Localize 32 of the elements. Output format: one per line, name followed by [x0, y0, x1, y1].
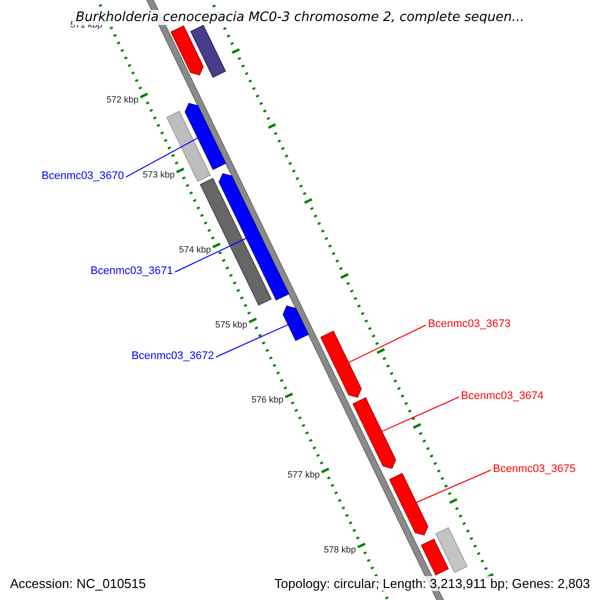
gene-label: Bcenmc03_3674 — [461, 391, 544, 402]
scale-label: 576 kbp — [251, 395, 284, 404]
scale-label: 578 kbp — [324, 545, 356, 554]
gene-label: Bcenmc03_3671 — [90, 266, 173, 277]
gene-label: Bcenmc03_3670 — [41, 171, 124, 182]
gene-feature — [218, 173, 290, 301]
gene-label: Bcenmc03_3673 — [428, 319, 511, 330]
gene-feature — [420, 538, 449, 576]
scale-label: 574 kbp — [178, 245, 211, 254]
gene-feature — [170, 25, 204, 76]
scale-label: 575 kbp — [215, 320, 248, 330]
leader-line — [416, 470, 492, 504]
leader-line — [126, 137, 198, 178]
gene-feature — [184, 102, 226, 170]
gene-feature — [320, 330, 362, 398]
leader-line — [174, 238, 247, 272]
gene-label: Bcenmc03_3675 — [493, 464, 576, 475]
leader-line — [348, 324, 426, 364]
gene-feature — [352, 397, 396, 469]
scale-label: 573 kbp — [142, 170, 175, 180]
gene-feature — [389, 472, 428, 536]
leader-line — [216, 324, 289, 358]
gene-bar — [190, 24, 226, 78]
scale-label: 571 kbp — [70, 20, 102, 30]
gene-label: Bcenmc03_3672 — [131, 351, 214, 362]
leader-line — [381, 396, 460, 432]
sequence-info-text: Topology: circular; Length: 3,213,911 bp; Genes: 2,803 — [272, 576, 592, 591]
gene-feature — [282, 305, 309, 342]
accession-text: Accession: NC_010515 — [8, 576, 148, 591]
scale-label: 572 kbp — [106, 96, 139, 105]
scale-label: 577 kbp — [288, 470, 320, 480]
gene-bar — [435, 527, 468, 574]
